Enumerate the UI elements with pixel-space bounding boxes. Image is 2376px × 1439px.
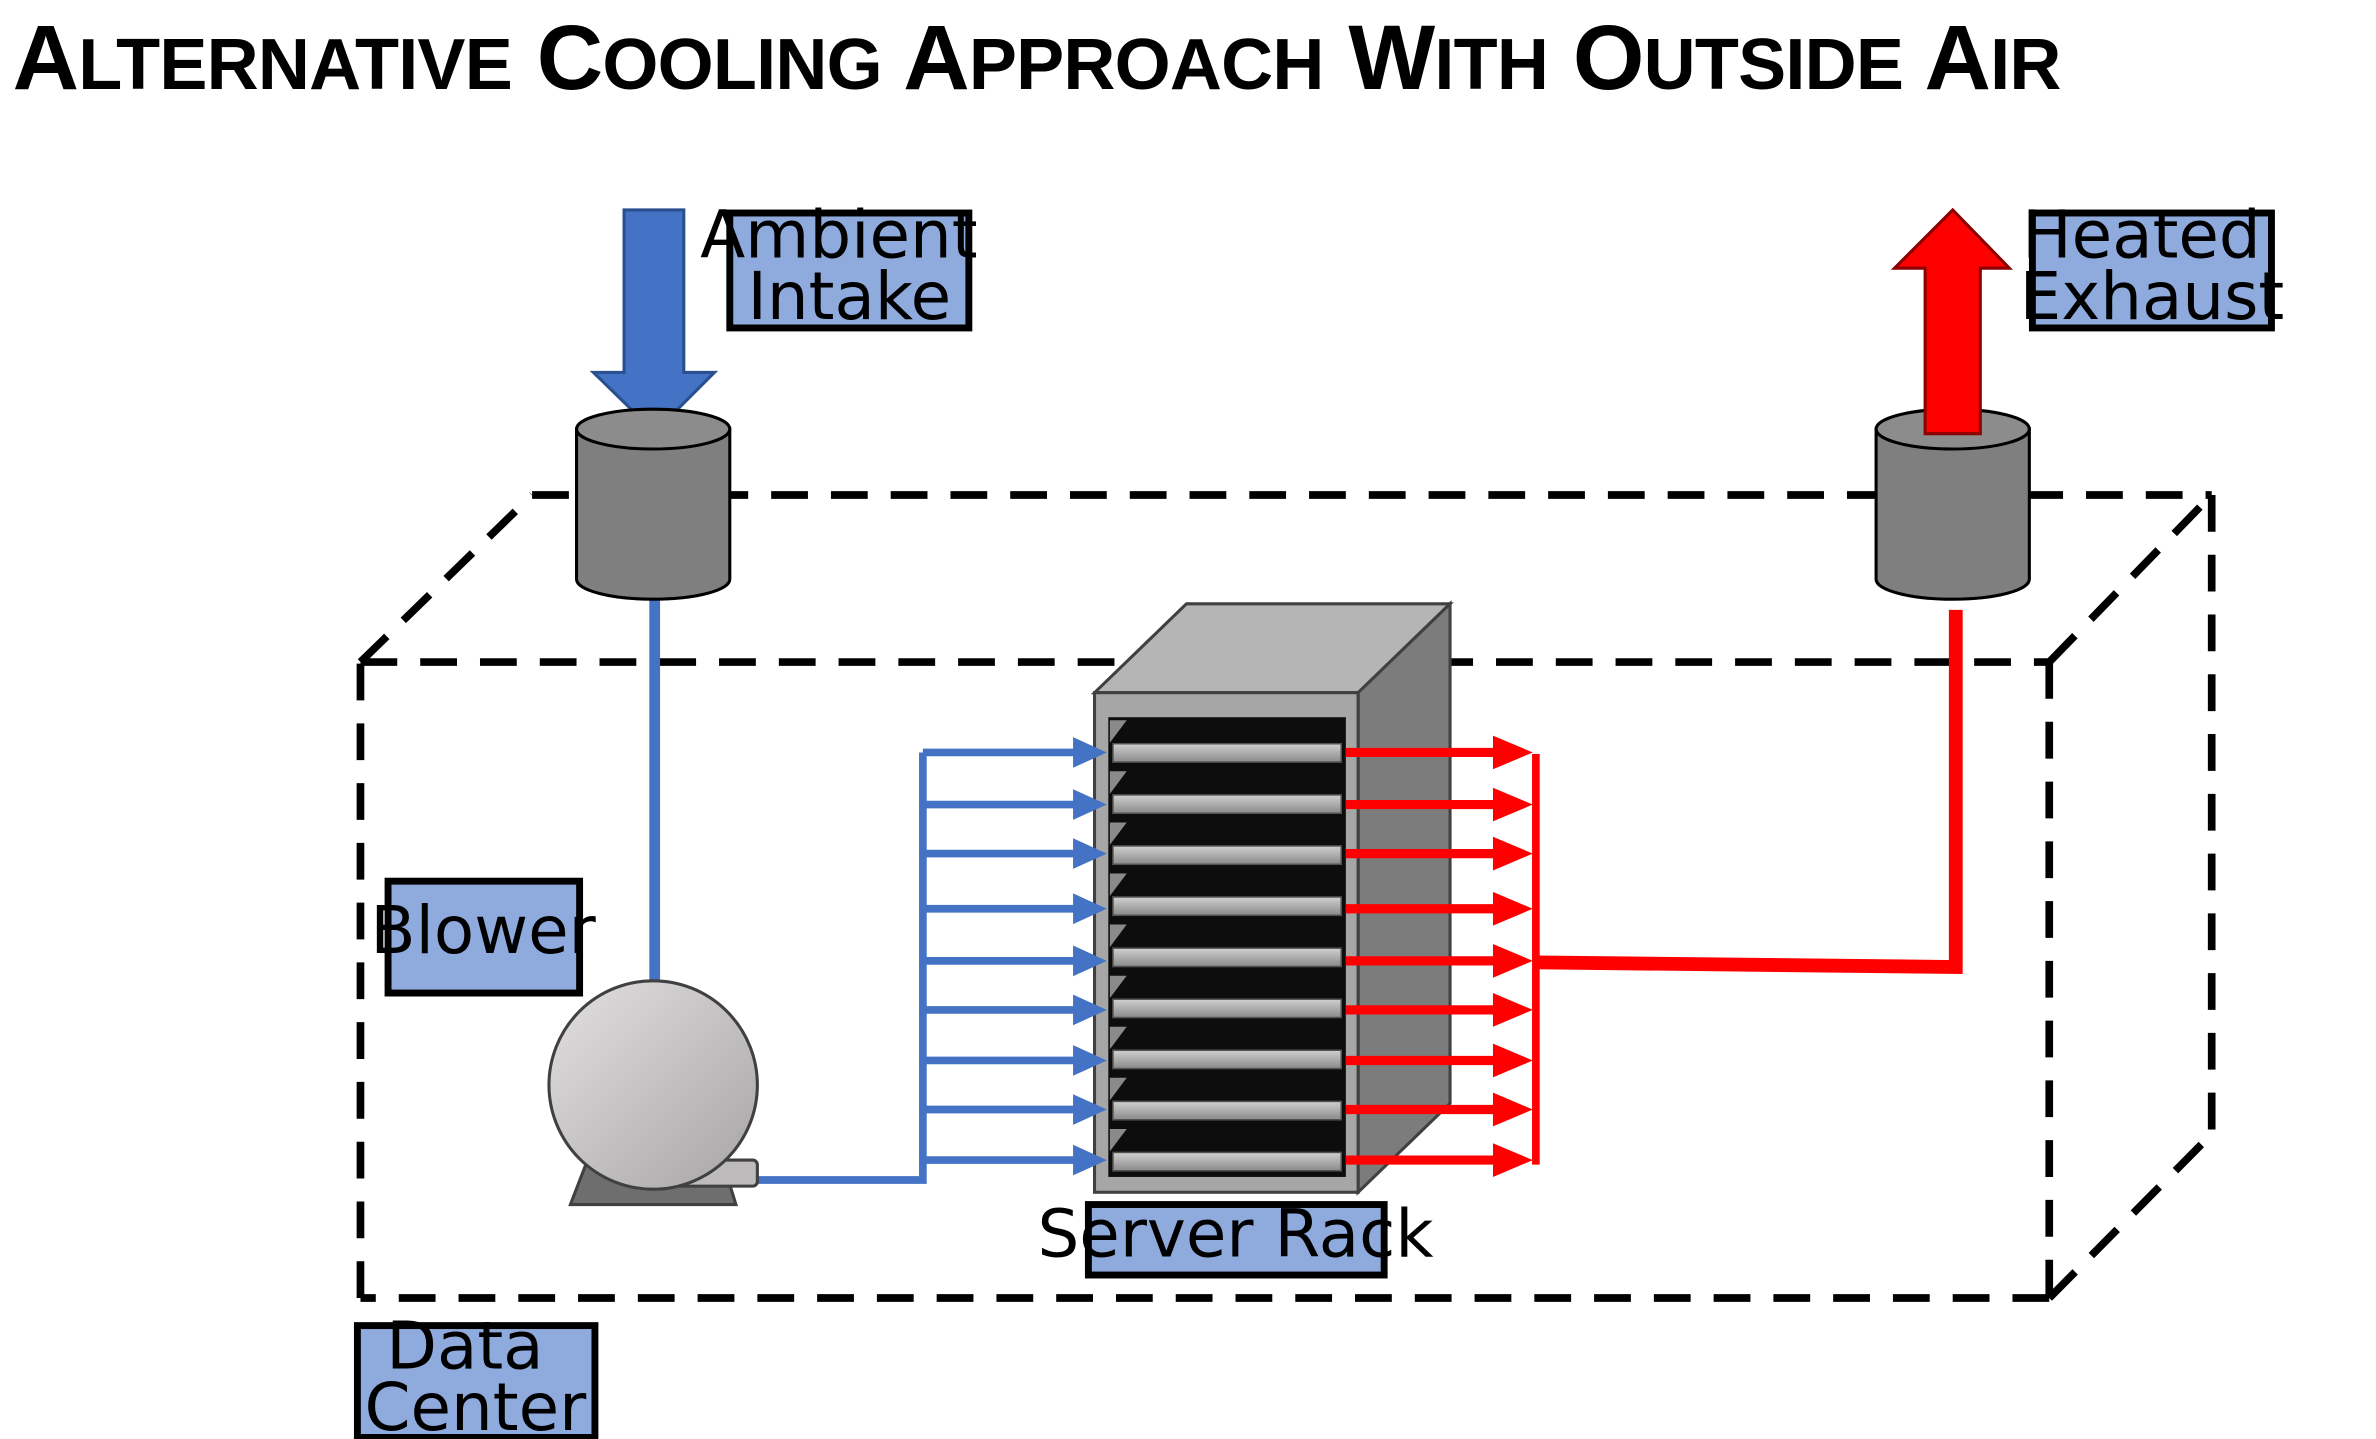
hot-air-arrowhead (1492, 1092, 1533, 1127)
hot-air-arrowhead (1492, 836, 1533, 871)
blower-label-text: Blower (370, 892, 596, 969)
server-unit-handle (1109, 1128, 1127, 1152)
ambient-intake-line-1: Ambient (700, 196, 977, 273)
server-rack-label-text: Server Rack (1037, 1196, 1433, 1273)
exhaust-up-arrow-icon (1890, 207, 2014, 436)
cool-air-arrowhead (1073, 737, 1107, 768)
svg-text:Data Center: Data Center (365, 1308, 588, 1439)
title-word-initial: A (1903, 7, 1990, 109)
server-rack-icon (1090, 600, 1454, 1196)
title-word-initial: O (1548, 7, 1644, 109)
cool-air-arrowhead (1073, 1045, 1107, 1076)
title-word-rest: LTERNATIVE (78, 25, 512, 105)
heated-exhaust-label: Heated Exhaust (2020, 196, 2285, 334)
server-unit (1112, 845, 1343, 866)
server-unit (1112, 896, 1343, 917)
server-unit (1112, 998, 1343, 1019)
title-word-rest: OOLING (602, 25, 881, 105)
title-word-rest: IR (1990, 25, 2060, 105)
title-word-initial: A (882, 7, 969, 109)
data-center-line-2: Center (365, 1369, 588, 1439)
svg-text:Ambient Intake: Ambient Intake (700, 196, 998, 334)
svg-text:Blower: Blower (370, 892, 596, 969)
hot-air-arrowhead (1492, 1143, 1533, 1177)
cool-air-arrowhead (1073, 945, 1107, 977)
cool-air-arrowhead (1073, 994, 1107, 1026)
blower-label: Blower (370, 877, 597, 997)
ambient-intake-line-2: Intake (747, 258, 951, 335)
server-unit-handle (1109, 1077, 1127, 1101)
server-unit (1112, 1151, 1343, 1172)
heated-exhaust-line-1: Heated (2022, 196, 2261, 273)
intake-vent-icon (575, 407, 732, 601)
hot-air-arrowhead (1492, 993, 1533, 1027)
hot-air-arrowhead (1492, 787, 1533, 822)
blower-icon (547, 979, 759, 1207)
cool-air-duct (649, 597, 927, 1184)
exhaust-vent-icon (1874, 407, 2031, 601)
data-center-line-1: Data (386, 1308, 543, 1385)
title-word-initial: W (1324, 7, 1436, 109)
server-unit-handle (1109, 975, 1127, 999)
hot-air-duct (1532, 609, 1963, 1165)
hot-air-arrowhead (1492, 735, 1533, 770)
title-word-initial: A (13, 7, 79, 109)
cool-air-arrowhead (1073, 838, 1107, 869)
server-unit (1112, 742, 1343, 763)
intake-down-arrow-icon (589, 208, 719, 435)
cool-air-arrowhead (1073, 789, 1107, 820)
title-word-rest: PPROACH (969, 25, 1324, 105)
hot-air-arrowhead (1492, 891, 1533, 926)
server-unit (1112, 1100, 1343, 1121)
server-unit-handle (1109, 873, 1127, 897)
svg-text:Server Rack: Server Rack (1037, 1196, 1433, 1273)
page-title: ALTERNATIVE COOLING APPROACH WITH OUTSID… (13, 7, 2061, 109)
server-rack-label: Server Rack (1037, 1196, 1434, 1279)
server-unit (1112, 1049, 1343, 1070)
cool-airflow-arrows (922, 737, 1107, 1176)
server-units (1109, 720, 1343, 1172)
title-word-rest: UTSIDE (1644, 25, 1903, 105)
server-unit-handle (1109, 771, 1127, 794)
hot-air-arrowhead (1492, 944, 1533, 978)
data-center-label: Data Center (353, 1308, 599, 1439)
title-word-rest: ITH (1434, 25, 1548, 105)
server-unit (1112, 794, 1343, 815)
server-unit (1112, 947, 1343, 968)
cool-air-arrowhead (1073, 1144, 1107, 1176)
title-word-initial: C (512, 7, 602, 109)
hot-air-arrowhead (1492, 1043, 1533, 1078)
hot-airflow-arrows (1345, 735, 1533, 1177)
ambient-intake-label: Ambient Intake (700, 196, 998, 334)
server-unit-handle (1109, 822, 1127, 845)
server-unit-handle (1109, 924, 1127, 948)
svg-text:Heated Exhaust: Heated Exhaust (2020, 196, 2285, 334)
server-unit-handle (1109, 720, 1127, 743)
server-unit-handle (1109, 1026, 1127, 1050)
cool-air-arrowhead (1073, 893, 1107, 925)
cool-air-arrowhead (1073, 1094, 1107, 1125)
heated-exhaust-line-2: Exhaust (2020, 258, 2285, 335)
